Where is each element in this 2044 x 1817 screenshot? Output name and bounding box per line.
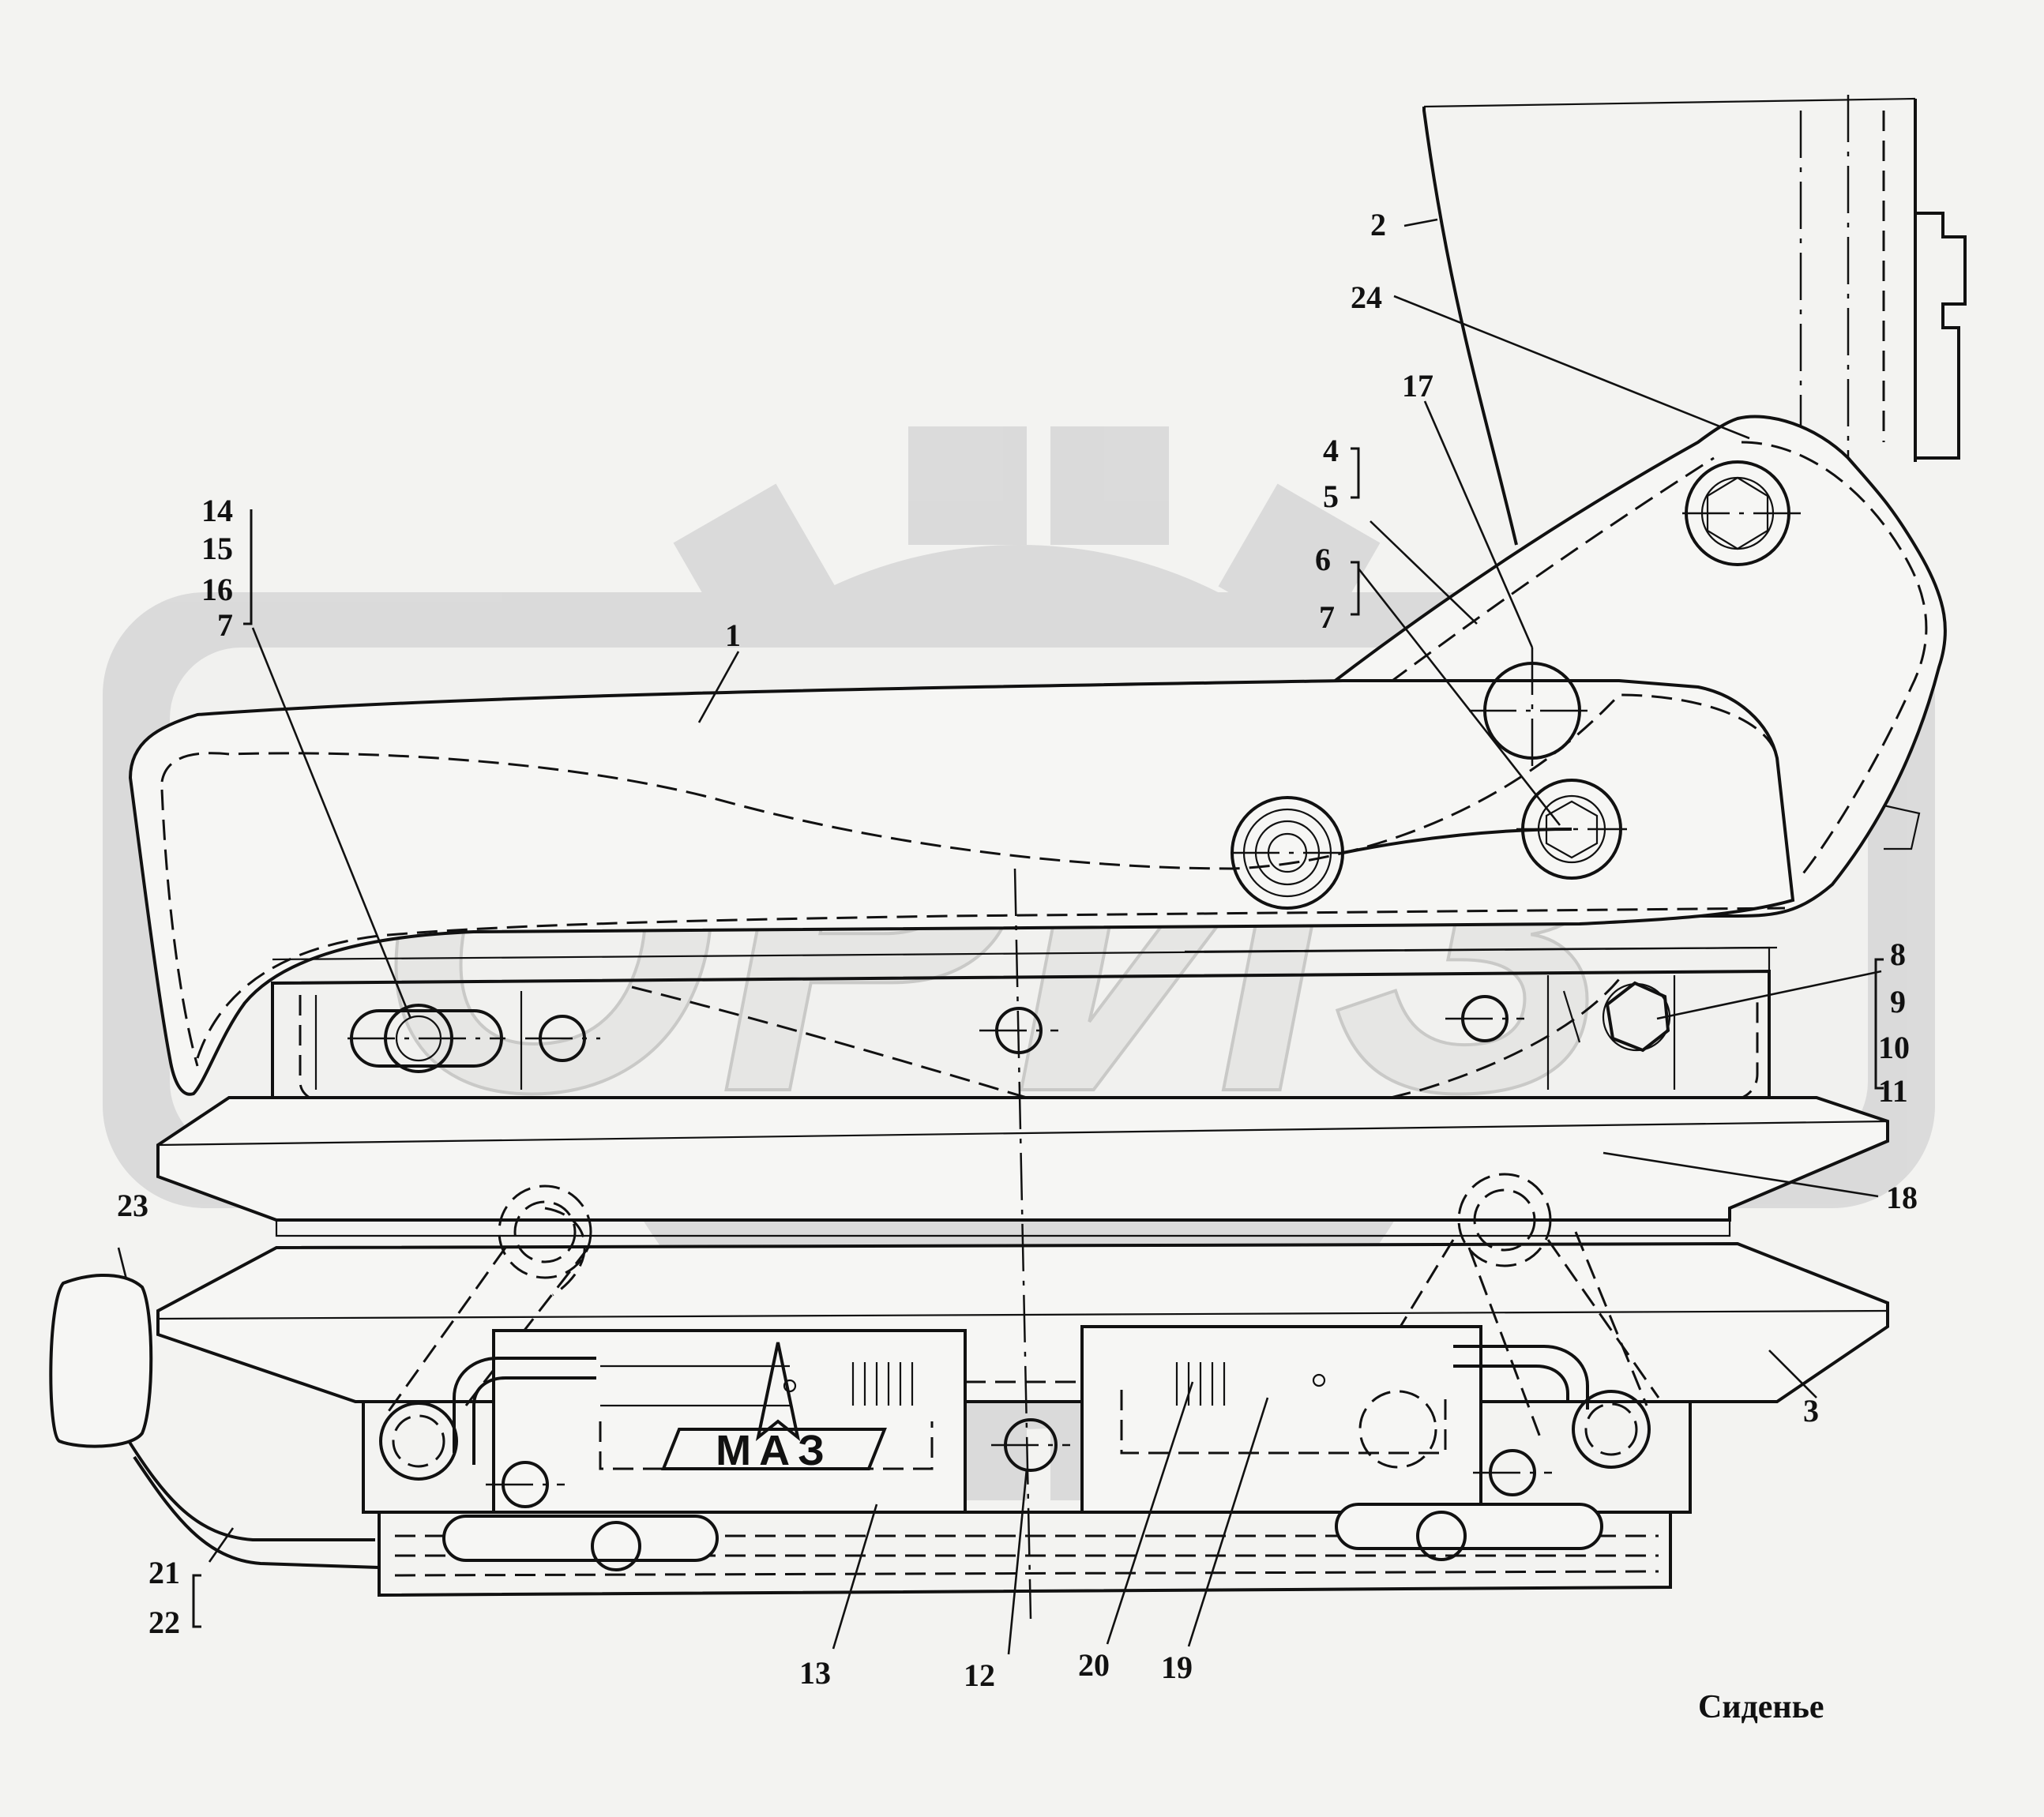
callout-22: 22	[148, 1605, 180, 1640]
handle-knob	[49, 1273, 153, 1448]
callout-11: 11	[1878, 1073, 1908, 1109]
callout-17: 17	[1402, 368, 1433, 404]
callout-brackets	[192, 447, 1884, 1628]
callout-19: 19	[1161, 1650, 1193, 1685]
callout-18: 18	[1886, 1180, 1918, 1215]
recliner-mechanism	[1231, 779, 1627, 910]
callout-4: 4	[1323, 433, 1339, 468]
callout-2: 2	[1370, 207, 1386, 242]
diagram-caption: Сиденье	[1698, 1689, 1824, 1725]
callout-6: 6	[1315, 542, 1331, 577]
maz-logo: МАЗ	[661, 1342, 887, 1474]
callout-5: 5	[1323, 479, 1339, 514]
callout-labels: 1 2 3 4 5 6 7 7 8 9 10 11 12 13 14 15 16…	[117, 207, 1918, 1693]
seat-cushion	[128, 648, 1795, 1129]
callout-1: 1	[725, 618, 741, 653]
leader-lines	[117, 218, 1882, 1655]
maz-logo-text: МАЗ	[716, 1427, 832, 1474]
callout-16: 16	[201, 572, 233, 607]
callout-23: 23	[117, 1188, 148, 1223]
callout-7-left: 7	[217, 607, 233, 643]
callout-10: 10	[1878, 1030, 1910, 1065]
adjust-handle	[49, 1273, 380, 1569]
callout-7-right: 7	[1319, 599, 1335, 635]
callout-24: 24	[1351, 280, 1382, 315]
callout-20: 20	[1078, 1647, 1110, 1683]
callout-15: 15	[201, 531, 233, 566]
callout-12: 12	[964, 1657, 995, 1693]
callout-14: 14	[201, 493, 233, 528]
seat-base: МАЗ	[362, 1325, 1692, 1597]
callout-21: 21	[148, 1555, 180, 1590]
callout-8: 8	[1890, 937, 1906, 972]
callout-9: 9	[1890, 984, 1906, 1019]
callout-13: 13	[799, 1655, 831, 1691]
centre-axis	[1013, 868, 1032, 1620]
callout-3: 3	[1803, 1393, 1819, 1428]
